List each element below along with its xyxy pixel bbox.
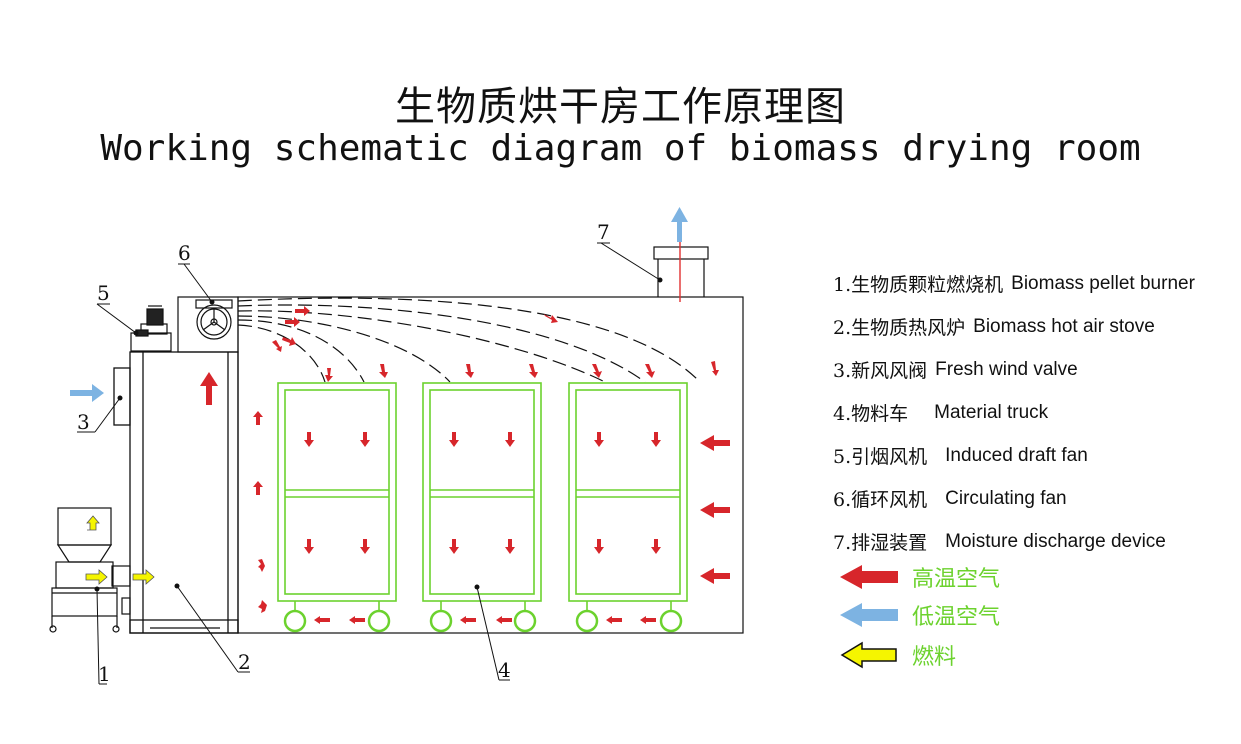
moisture-discharge-device [653, 246, 709, 297]
hot-air-arrows [200, 306, 730, 624]
key-fuel: 燃料 [840, 640, 1040, 670]
cool-air-arrow-icon [840, 603, 898, 627]
callout-3: 3 [77, 410, 90, 434]
key-cool-air: 低温空气 [840, 600, 1040, 630]
key-hot-air: 高温空气 [840, 562, 1040, 592]
fuel-arrows [85, 515, 155, 585]
diagram-title-en: Working schematic diagram of biomass dry… [100, 128, 1141, 169]
cool-air-arrows [70, 207, 688, 402]
air-flow-curves [237, 297, 701, 383]
callout-4: 4 [498, 658, 511, 682]
drying-room [237, 296, 744, 634]
callout-2: 2 [238, 650, 251, 674]
callout-5: 5 [97, 281, 110, 305]
callout-dots [94, 277, 663, 592]
circulating-fan [177, 296, 239, 353]
hot-air-arrow-icon [840, 565, 898, 589]
callout-1: 1 [98, 662, 111, 686]
fresh-air-valve [113, 367, 131, 426]
callout-7: 7 [597, 220, 610, 244]
induced-draft-fan [130, 305, 172, 352]
diagram-title-cn: 生物质烘干房工作原理图 [395, 84, 846, 130]
fuel-arrow-icon [840, 641, 897, 669]
hot-air-stove [129, 351, 239, 634]
callout-leaders [77, 242, 661, 685]
pellet-burner [49, 507, 131, 633]
material-trucks [277, 382, 688, 602]
callout-6: 6 [178, 241, 191, 265]
